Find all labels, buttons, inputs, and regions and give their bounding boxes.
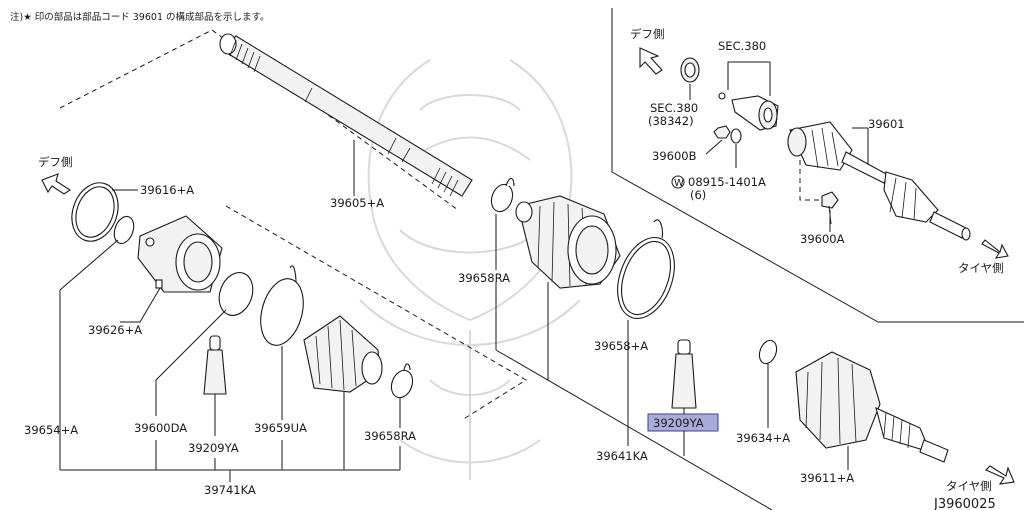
boot-right-part bbox=[515, 195, 621, 289]
boot-band-39658RA-lower-part bbox=[390, 363, 414, 399]
boot-left-part bbox=[303, 315, 383, 393]
grease-tube-right-part bbox=[671, 339, 697, 409]
part-39611-label: 39611+A bbox=[800, 471, 854, 485]
circlip-39600DA-part bbox=[218, 272, 254, 316]
grease-tube-left-part bbox=[203, 335, 227, 395]
sec380-label-top: SEC.380 bbox=[718, 39, 766, 53]
housing-39626-part bbox=[137, 215, 223, 293]
diagram-id: J3960025 bbox=[933, 497, 996, 510]
inset-frame bbox=[611, 8, 1024, 323]
part-39658A-label: 39658+A bbox=[594, 339, 648, 353]
boot-band-39616-part bbox=[71, 182, 119, 242]
part-39601-label: 39601 bbox=[868, 117, 905, 131]
bolt-code-label: 08915-1401A bbox=[688, 175, 766, 189]
note-text: 注)★ 印の部品は部品コード 39601 の構成部品を示します。 bbox=[10, 11, 270, 23]
part-39209YA-highlight-label[interactable]: 39209YA bbox=[653, 416, 704, 430]
part-39605-label: 39605+A bbox=[330, 196, 384, 210]
part-39654-label: 39654+A bbox=[24, 423, 78, 437]
diff-side-arrow-icon-inset bbox=[639, 47, 663, 75]
part-39600DA-label: 39600DA bbox=[134, 421, 187, 435]
diff-side-label-main: デフ側 bbox=[38, 155, 73, 169]
part-39209YA-left-label: 39209YA bbox=[188, 441, 239, 455]
tire-side-arrow-icon-main bbox=[985, 465, 1015, 485]
part-39600B-label: 39600B bbox=[652, 149, 697, 163]
bolt-symbol-circle bbox=[671, 175, 685, 189]
nut-washer-part bbox=[713, 125, 742, 144]
diff-side-arrow-icon-main bbox=[41, 173, 72, 195]
sec380-label-mid: SEC.380 bbox=[650, 101, 698, 115]
boot-band-39658A-part bbox=[617, 219, 675, 320]
part-39659UA-label: 39659UA bbox=[254, 421, 307, 435]
boot-band-39659UA-part bbox=[260, 265, 304, 346]
tire-side-label-main: タイヤ側 bbox=[946, 479, 992, 493]
part-39626-label: 39626+A bbox=[88, 323, 142, 337]
part-39600A-label: 39600A bbox=[800, 232, 845, 246]
bolt-qty-label: (6) bbox=[690, 188, 706, 202]
drive-shaft-assembly-39601 bbox=[787, 121, 971, 241]
boot-band-39658RA-upper-part bbox=[490, 177, 515, 213]
sec380-code-label: (38342) bbox=[648, 114, 694, 128]
shaft-39605-part bbox=[219, 33, 473, 197]
tire-side-arrow-icon-inset bbox=[981, 239, 1009, 259]
part-39209YA-highlight-box[interactable] bbox=[647, 413, 719, 432]
outer-joint-39611-part bbox=[795, 351, 949, 463]
diff-side-label-inset: デフ側 bbox=[630, 27, 665, 41]
part-39741KA-label: 39741KA bbox=[204, 483, 256, 497]
tire-side-label-inset: タイヤ側 bbox=[958, 261, 1004, 275]
part-39616-label: 39616+A bbox=[140, 183, 194, 197]
snap-ring-small-part bbox=[113, 215, 135, 245]
seal-ring-38342 bbox=[680, 57, 700, 83]
part-39658RA-lower-label: 39658RA bbox=[364, 429, 416, 443]
snap-ring-39634-part bbox=[758, 339, 778, 365]
part-39634-label: 39634+A bbox=[736, 431, 790, 445]
bolt-symbol-label: W bbox=[674, 178, 684, 189]
side-flange-part bbox=[718, 92, 779, 131]
part-39641KA-label: 39641KA bbox=[596, 449, 648, 463]
part-39658RA-upper-label: 39658RA bbox=[458, 271, 510, 285]
